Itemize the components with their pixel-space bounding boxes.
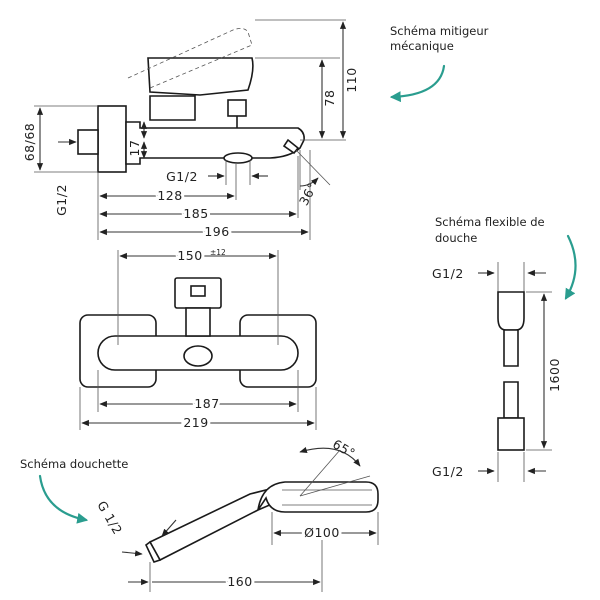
mixer-body	[125, 121, 305, 165]
dim-17: 17	[127, 140, 142, 157]
handle-base	[149, 95, 196, 121]
g12-bottom-label: G1/2	[166, 169, 198, 184]
dim-219: 219	[183, 415, 208, 430]
shower-handle	[148, 489, 274, 562]
caption-mixer-line2: mécanique	[390, 39, 454, 53]
shower-head	[257, 481, 379, 513]
length-160: 160	[227, 574, 252, 589]
wall-plate	[97, 105, 127, 173]
g12-left-label: G1/2	[54, 184, 69, 216]
front-column	[185, 307, 211, 337]
callout-arrow-handshower	[38, 474, 89, 524]
mixer-front-view: 150 ±12 187 219	[79, 245, 317, 433]
dim-78: 78	[322, 90, 337, 107]
caption-hose-line1: Schéma flexible de	[435, 215, 545, 229]
hand-shower: 65° Ø100 G 1/2 160	[94, 436, 379, 592]
callout-arrow-mixer	[389, 64, 446, 103]
diverter-front	[190, 285, 206, 297]
hose-length: 1600	[547, 358, 562, 392]
connector	[77, 129, 99, 155]
handle-lever	[147, 57, 254, 96]
hose-g12-top: G1/2	[432, 266, 464, 281]
dim-110: 110	[344, 67, 359, 92]
dim-68-68: 68/68	[22, 123, 37, 162]
diameter-100: Ø100	[304, 525, 340, 540]
hose-outlet	[282, 138, 300, 155]
hose-top-tube	[503, 329, 519, 367]
caption-hose-line2: douche	[435, 231, 477, 245]
front-spout	[183, 345, 213, 367]
shower-hose: G1/2 1600 G1/2	[432, 262, 562, 482]
handshower-g12: G 1/2	[94, 498, 125, 537]
angle-36: 36°	[296, 180, 320, 208]
hose-bottom-tube	[503, 381, 519, 419]
shower-thread	[144, 540, 162, 563]
handle-raised-outline	[127, 28, 253, 89]
callout-arrow-hose	[564, 234, 577, 300]
spout-outlet	[223, 152, 253, 164]
caption-handshower: Schéma douchette	[20, 457, 128, 471]
dim-150: 150	[177, 248, 202, 263]
dim-187: 187	[194, 396, 219, 411]
hose-top-nut	[497, 291, 525, 331]
diverter-knob	[227, 99, 247, 117]
angle-65: 65°	[330, 436, 358, 461]
dim-128: 128	[157, 188, 182, 203]
caption-mixer-line1: Schéma mitigeur	[390, 24, 489, 38]
dim-196: 196	[204, 224, 229, 239]
dim-185: 185	[183, 206, 208, 221]
hose-bottom-nut	[497, 417, 525, 451]
hose-g12-bottom: G1/2	[432, 464, 464, 479]
tolerance-label: ±12	[210, 248, 226, 257]
mixer-side-view: 110 78 17 68/68 G1/2 G1/2 36° 128 185	[22, 19, 359, 242]
